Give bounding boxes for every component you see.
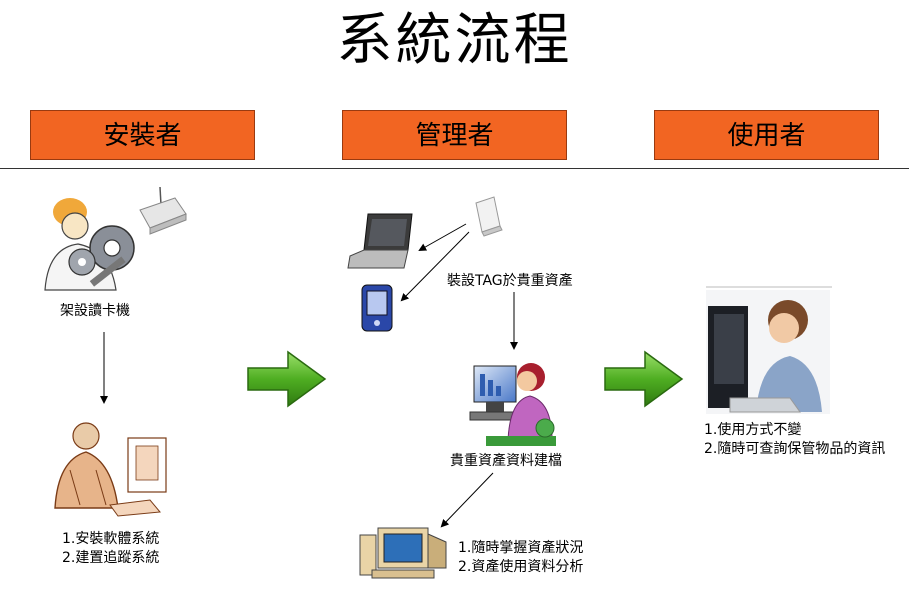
- role-user-box: 使用者: [654, 110, 879, 160]
- flow-arrow-to-user: [604, 350, 684, 408]
- installer-worker-icon: [44, 198, 135, 291]
- card-reader-device-icon: [139, 186, 187, 235]
- header-divider: [0, 168, 909, 169]
- tag-to-laptop-arrow: [418, 223, 467, 251]
- user-benefit-1: 1.使用方式不變: [704, 422, 802, 438]
- admin-result-list: 1.隨時掌握資產狀況 2.資產使用資料分析: [458, 539, 583, 577]
- tag-to-pda-arrow: [400, 231, 470, 302]
- engineer-at-computer-icon: [54, 422, 167, 517]
- admin-result-1: 1.隨時掌握資產狀況: [458, 540, 584, 556]
- pda-icon: [361, 284, 393, 332]
- rfid-tag-icon: [475, 196, 503, 237]
- installer-step-1: 1.安裝軟體系統: [62, 531, 160, 547]
- install-reader-label: 架設讀卡機: [60, 303, 130, 319]
- flow-arrow-to-admin: [247, 350, 327, 408]
- installer-step-list: 1.安裝軟體系統 2.建置追蹤系統: [62, 530, 159, 568]
- role-admin-box: 管理者: [342, 110, 567, 160]
- installer-step-2: 2.建置追蹤系統: [62, 550, 160, 566]
- role-installer-box: 安裝者: [30, 110, 255, 160]
- user-benefit-2: 2.隨時可查詢保管物品的資訊: [704, 441, 886, 457]
- desktop-pc-icon: [359, 527, 447, 579]
- laptop-icon: [347, 213, 413, 269]
- woman-at-computer-icon: [469, 363, 556, 446]
- admin-result-2: 2.資產使用資料分析: [458, 559, 584, 575]
- tag-install-label: 裝設TAG於貴重資產: [447, 273, 573, 289]
- user-benefit-list: 1.使用方式不變 2.隨時可查詢保管物品的資訊: [704, 421, 885, 459]
- page-title: 系統流程: [336, 8, 573, 73]
- record-to-analysis-arrow: [440, 472, 494, 528]
- user-photo: [706, 286, 832, 414]
- asset-record-label: 貴重資產資料建檔: [450, 453, 562, 469]
